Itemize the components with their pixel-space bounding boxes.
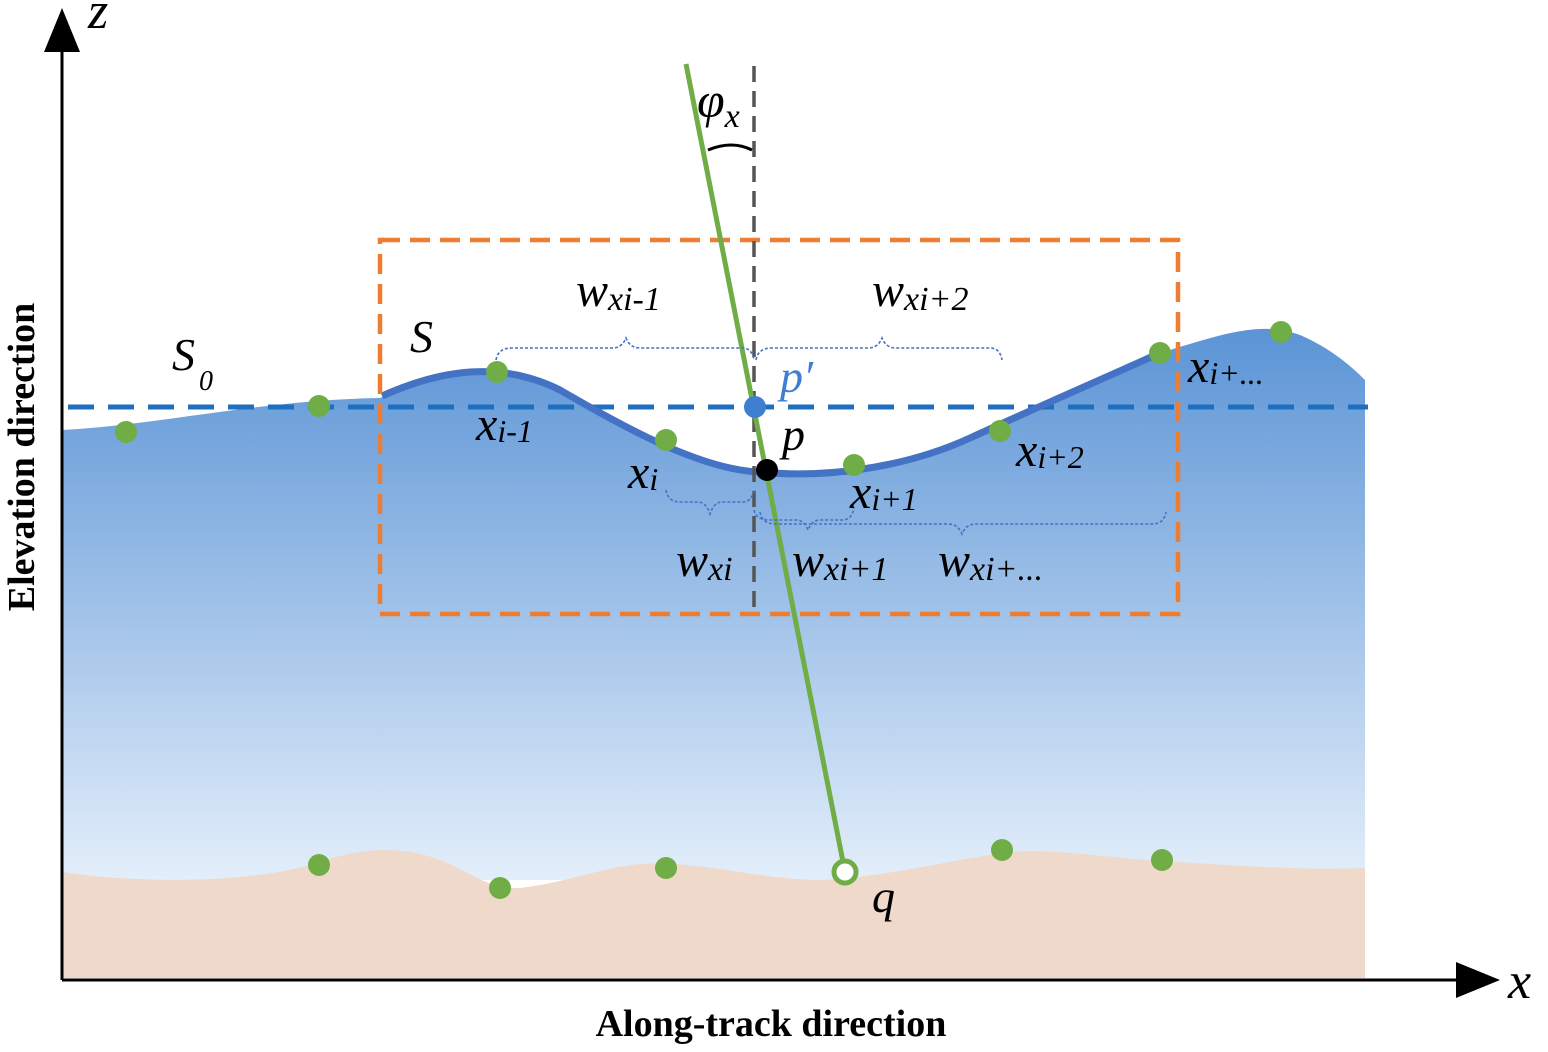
z-axis-label: z — [87, 0, 108, 40]
y-axis-title: Elevation direction — [1, 303, 43, 612]
seabed — [62, 850, 1365, 978]
seabed-point — [1151, 849, 1173, 871]
seabed-point — [991, 839, 1013, 861]
point — [1270, 321, 1292, 343]
analysis-window-box — [377, 237, 1181, 617]
seabed-point — [655, 857, 677, 879]
x-axis-arrowhead — [1456, 962, 1500, 998]
p-prime-point — [744, 396, 766, 418]
point-xi — [655, 429, 677, 451]
p-point — [756, 459, 778, 481]
p-label: p — [779, 409, 805, 460]
angle-label: φx — [697, 72, 740, 135]
seabed-point — [489, 877, 511, 899]
point-xi-1 — [486, 361, 508, 383]
x-axis-label: x — [1507, 953, 1531, 1010]
label-xi+2: xi+2 — [1015, 424, 1084, 477]
label-w-xi+1: wxi+1 — [792, 534, 889, 588]
label-w-xi+2: wxi+2 — [872, 264, 969, 318]
q-point — [831, 858, 859, 886]
point — [115, 421, 137, 443]
brace-group — [495, 335, 1167, 537]
p-prime-label: p′ — [777, 351, 814, 402]
sample-points — [115, 321, 1292, 899]
water-body — [62, 328, 1365, 880]
brace-w-xi+... — [759, 511, 1167, 537]
brace-w-xi+1 — [753, 507, 855, 533]
brace-w-xi — [665, 489, 755, 517]
label-w-xi-1: wxi-1 — [576, 264, 661, 318]
axes — [44, 8, 1500, 998]
q-label: q — [872, 871, 895, 922]
label-xi-1: xi-1 — [475, 398, 533, 451]
s0-label: S0 — [172, 329, 213, 397]
s-label: S — [410, 311, 433, 362]
label-xi: xi — [627, 446, 658, 499]
label-w-xi+etc: wxi+... — [938, 534, 1043, 588]
seabed-point — [308, 854, 330, 876]
point-xi+2 — [989, 420, 1011, 442]
label-xi+etc: xi+... — [1187, 340, 1264, 393]
z-axis-arrowhead — [44, 8, 80, 52]
angle-arc — [707, 143, 753, 152]
label-w-xi: wxi — [676, 534, 733, 588]
brace-w-xi+2 — [755, 335, 1003, 361]
x-axis-title: Along-track direction — [596, 1003, 947, 1045]
point — [308, 395, 330, 417]
label-xi+1: xi+1 — [849, 466, 918, 519]
brace-w-xi-1 — [495, 335, 755, 361]
point-xi+etc — [1149, 342, 1171, 364]
point-xi+1 — [843, 454, 865, 476]
